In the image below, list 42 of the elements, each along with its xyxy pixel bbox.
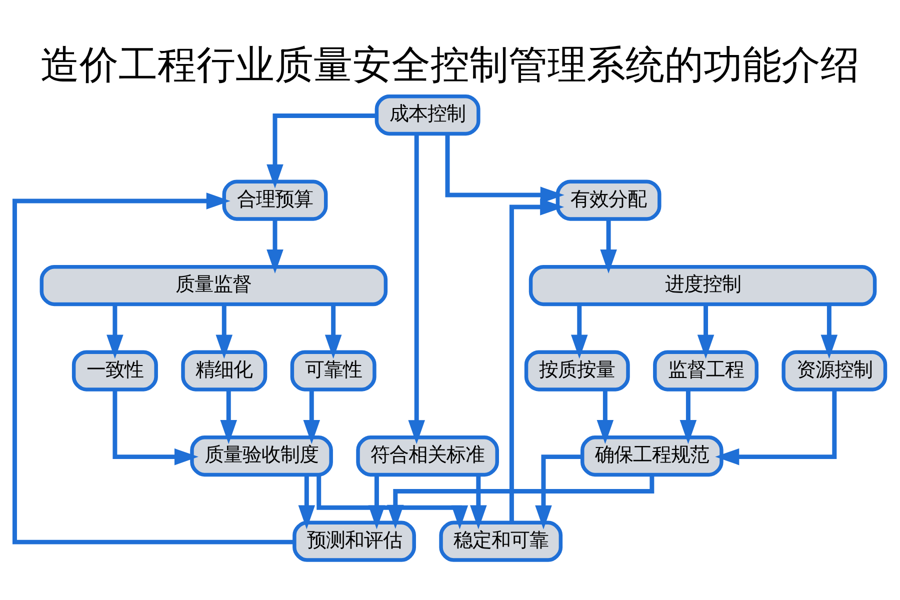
node-box: 有效分配: [556, 179, 662, 220]
node-box: 确保工程规范: [580, 435, 724, 476]
node-box: 成本控制: [374, 94, 480, 136]
arrow: [680, 389, 697, 444]
arrow: [216, 304, 233, 358]
node-box: 监督工程: [653, 350, 758, 391]
arrow: [600, 218, 617, 273]
node-box: 可靠性: [290, 350, 376, 391]
arrow: [820, 304, 838, 358]
arrow: [316, 474, 468, 529]
arrow: [445, 134, 564, 203]
arrow: [112, 389, 198, 465]
arrow: [570, 304, 588, 358]
node-box: 质量验收制度: [190, 435, 333, 476]
arrow: [596, 389, 614, 444]
node-box: 合理预算: [222, 179, 328, 220]
node-box: 进度控制: [528, 264, 877, 306]
node-box: 质量监督: [40, 264, 388, 306]
node-box: 稳定和可靠: [439, 520, 563, 562]
node-box: 符合相关标准: [356, 435, 499, 476]
node-box: 一致性: [72, 350, 158, 391]
arrow: [266, 113, 376, 188]
arrow: [387, 474, 654, 528]
arrow: [12, 192, 294, 544]
arrow: [106, 304, 124, 358]
arrow: [324, 304, 342, 358]
arrow: [715, 389, 837, 465]
node-box: 精细化: [181, 350, 268, 391]
arrow: [470, 474, 487, 529]
arrow: [535, 454, 582, 529]
diagram-title: 造价工程行业质量安全控制管理系统的功能介绍: [40, 42, 860, 88]
node-box: 资源控制: [782, 350, 888, 391]
arrow: [408, 133, 425, 444]
arrow: [368, 474, 386, 529]
node-box: 预测和评估: [292, 520, 416, 562]
arrow: [509, 198, 564, 522]
arrow: [697, 304, 714, 358]
arrow: [220, 389, 238, 444]
arrow: [303, 389, 320, 444]
arrow: [298, 474, 316, 529]
node-box: 按质按量: [524, 350, 630, 391]
arrow: [266, 218, 284, 273]
